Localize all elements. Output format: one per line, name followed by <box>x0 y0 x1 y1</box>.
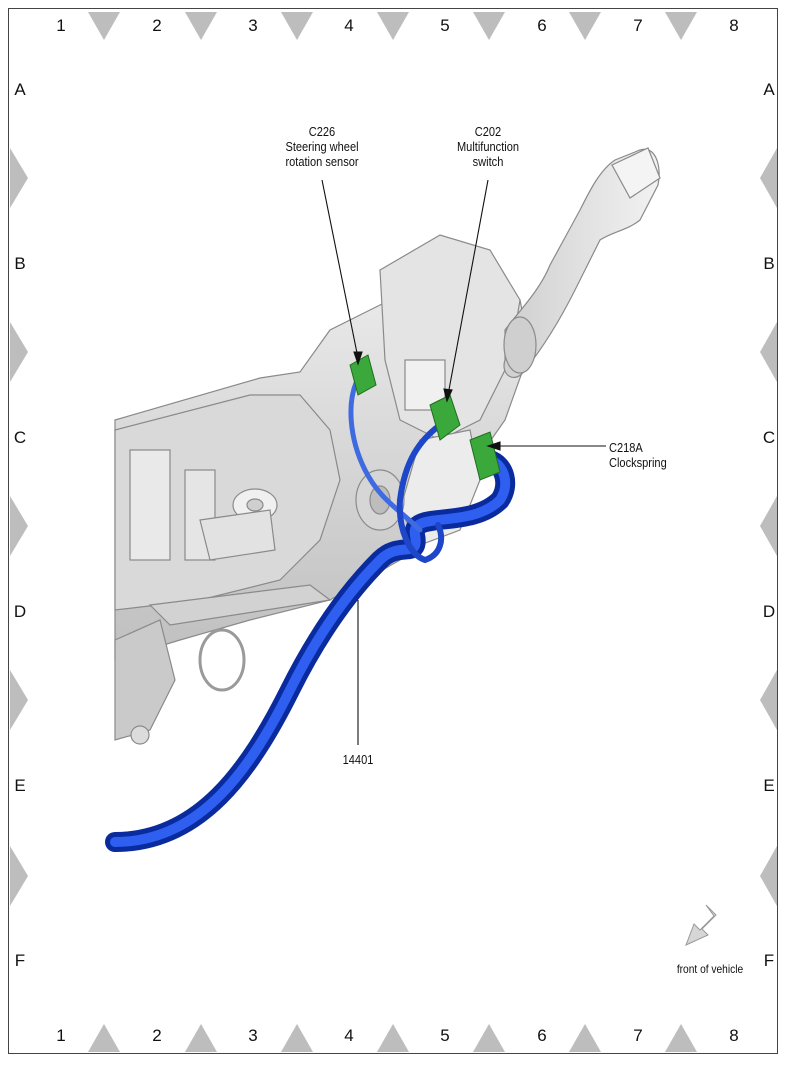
wiring-harness-14401 <box>105 372 516 852</box>
callout-c226-line2: rotation sensor <box>285 154 359 169</box>
arrow-icon <box>685 904 717 946</box>
callout-harness-code: 14401 <box>342 752 374 767</box>
column-label-top-5: 5 <box>440 16 450 35</box>
column-label-bottom-3: 3 <box>248 1026 258 1045</box>
column-label-bottom-4: 4 <box>344 1026 354 1045</box>
connector-c226 <box>349 354 377 396</box>
callout-c202-code: C202 <box>474 124 502 139</box>
callout-c218a-code: C218A <box>609 440 643 455</box>
row-label-left-d: D <box>13 602 27 621</box>
column-label-bottom-7: 7 <box>633 1026 643 1045</box>
row-label-left-b: B <box>14 254 26 273</box>
callout-harness-14401: 14401 <box>333 752 384 767</box>
steering-column <box>114 234 531 745</box>
column-label-bottom-5: 5 <box>440 1026 450 1045</box>
column-label-top-1: 1 <box>56 16 66 35</box>
callout-c202-line2: switch <box>472 154 504 169</box>
row-label-right-a: A <box>763 80 775 99</box>
column-label-top-2: 2 <box>152 16 162 35</box>
column-label-bottom-2: 2 <box>152 1026 162 1045</box>
row-label-right-c: C <box>762 428 776 447</box>
callout-c226: C226 Steering wheel rotation sensor <box>271 124 373 169</box>
column-label-top-8: 8 <box>729 16 739 35</box>
column-label-top-3: 3 <box>248 16 258 35</box>
callout-c226-code: C226 <box>308 124 336 139</box>
row-label-left-e: E <box>14 776 26 795</box>
column-label-bottom-6: 6 <box>537 1026 547 1045</box>
diagram-frame <box>8 8 778 1054</box>
column-label-top-4: 4 <box>344 16 354 35</box>
callout-c218a: C218A Clockspring <box>609 440 686 470</box>
callout-c226-line1: Steering wheel <box>285 139 359 154</box>
row-label-right-f: F <box>763 951 775 970</box>
row-label-left-f: F <box>14 951 26 970</box>
callout-c202: C202 Multifunction switch <box>446 124 531 169</box>
row-label-left-c: C <box>13 428 27 447</box>
row-label-right-b: B <box>763 254 775 273</box>
callout-c218a-line1: Clockspring <box>609 455 667 470</box>
direction-label-text: front of vehicle <box>676 962 744 976</box>
grid-markers-top <box>88 12 697 40</box>
direction-label: front of vehicle <box>668 962 753 977</box>
column-label-top-7: 7 <box>633 16 643 35</box>
row-label-right-d: D <box>762 602 776 621</box>
grid-markers-bottom <box>88 1024 697 1052</box>
callout-c202-line1: Multifunction <box>456 139 520 154</box>
column-label-bottom-1: 1 <box>56 1026 66 1045</box>
multifunction-stalk <box>503 147 661 378</box>
row-label-left-a: A <box>14 80 26 99</box>
column-label-bottom-8: 8 <box>729 1026 739 1045</box>
grid-markers-right <box>760 148 777 906</box>
connector-c202 <box>429 394 461 441</box>
leader-lines <box>321 179 606 745</box>
grid-markers-left <box>10 148 28 906</box>
column-label-top-6: 6 <box>537 16 547 35</box>
row-label-right-e: E <box>763 776 775 795</box>
